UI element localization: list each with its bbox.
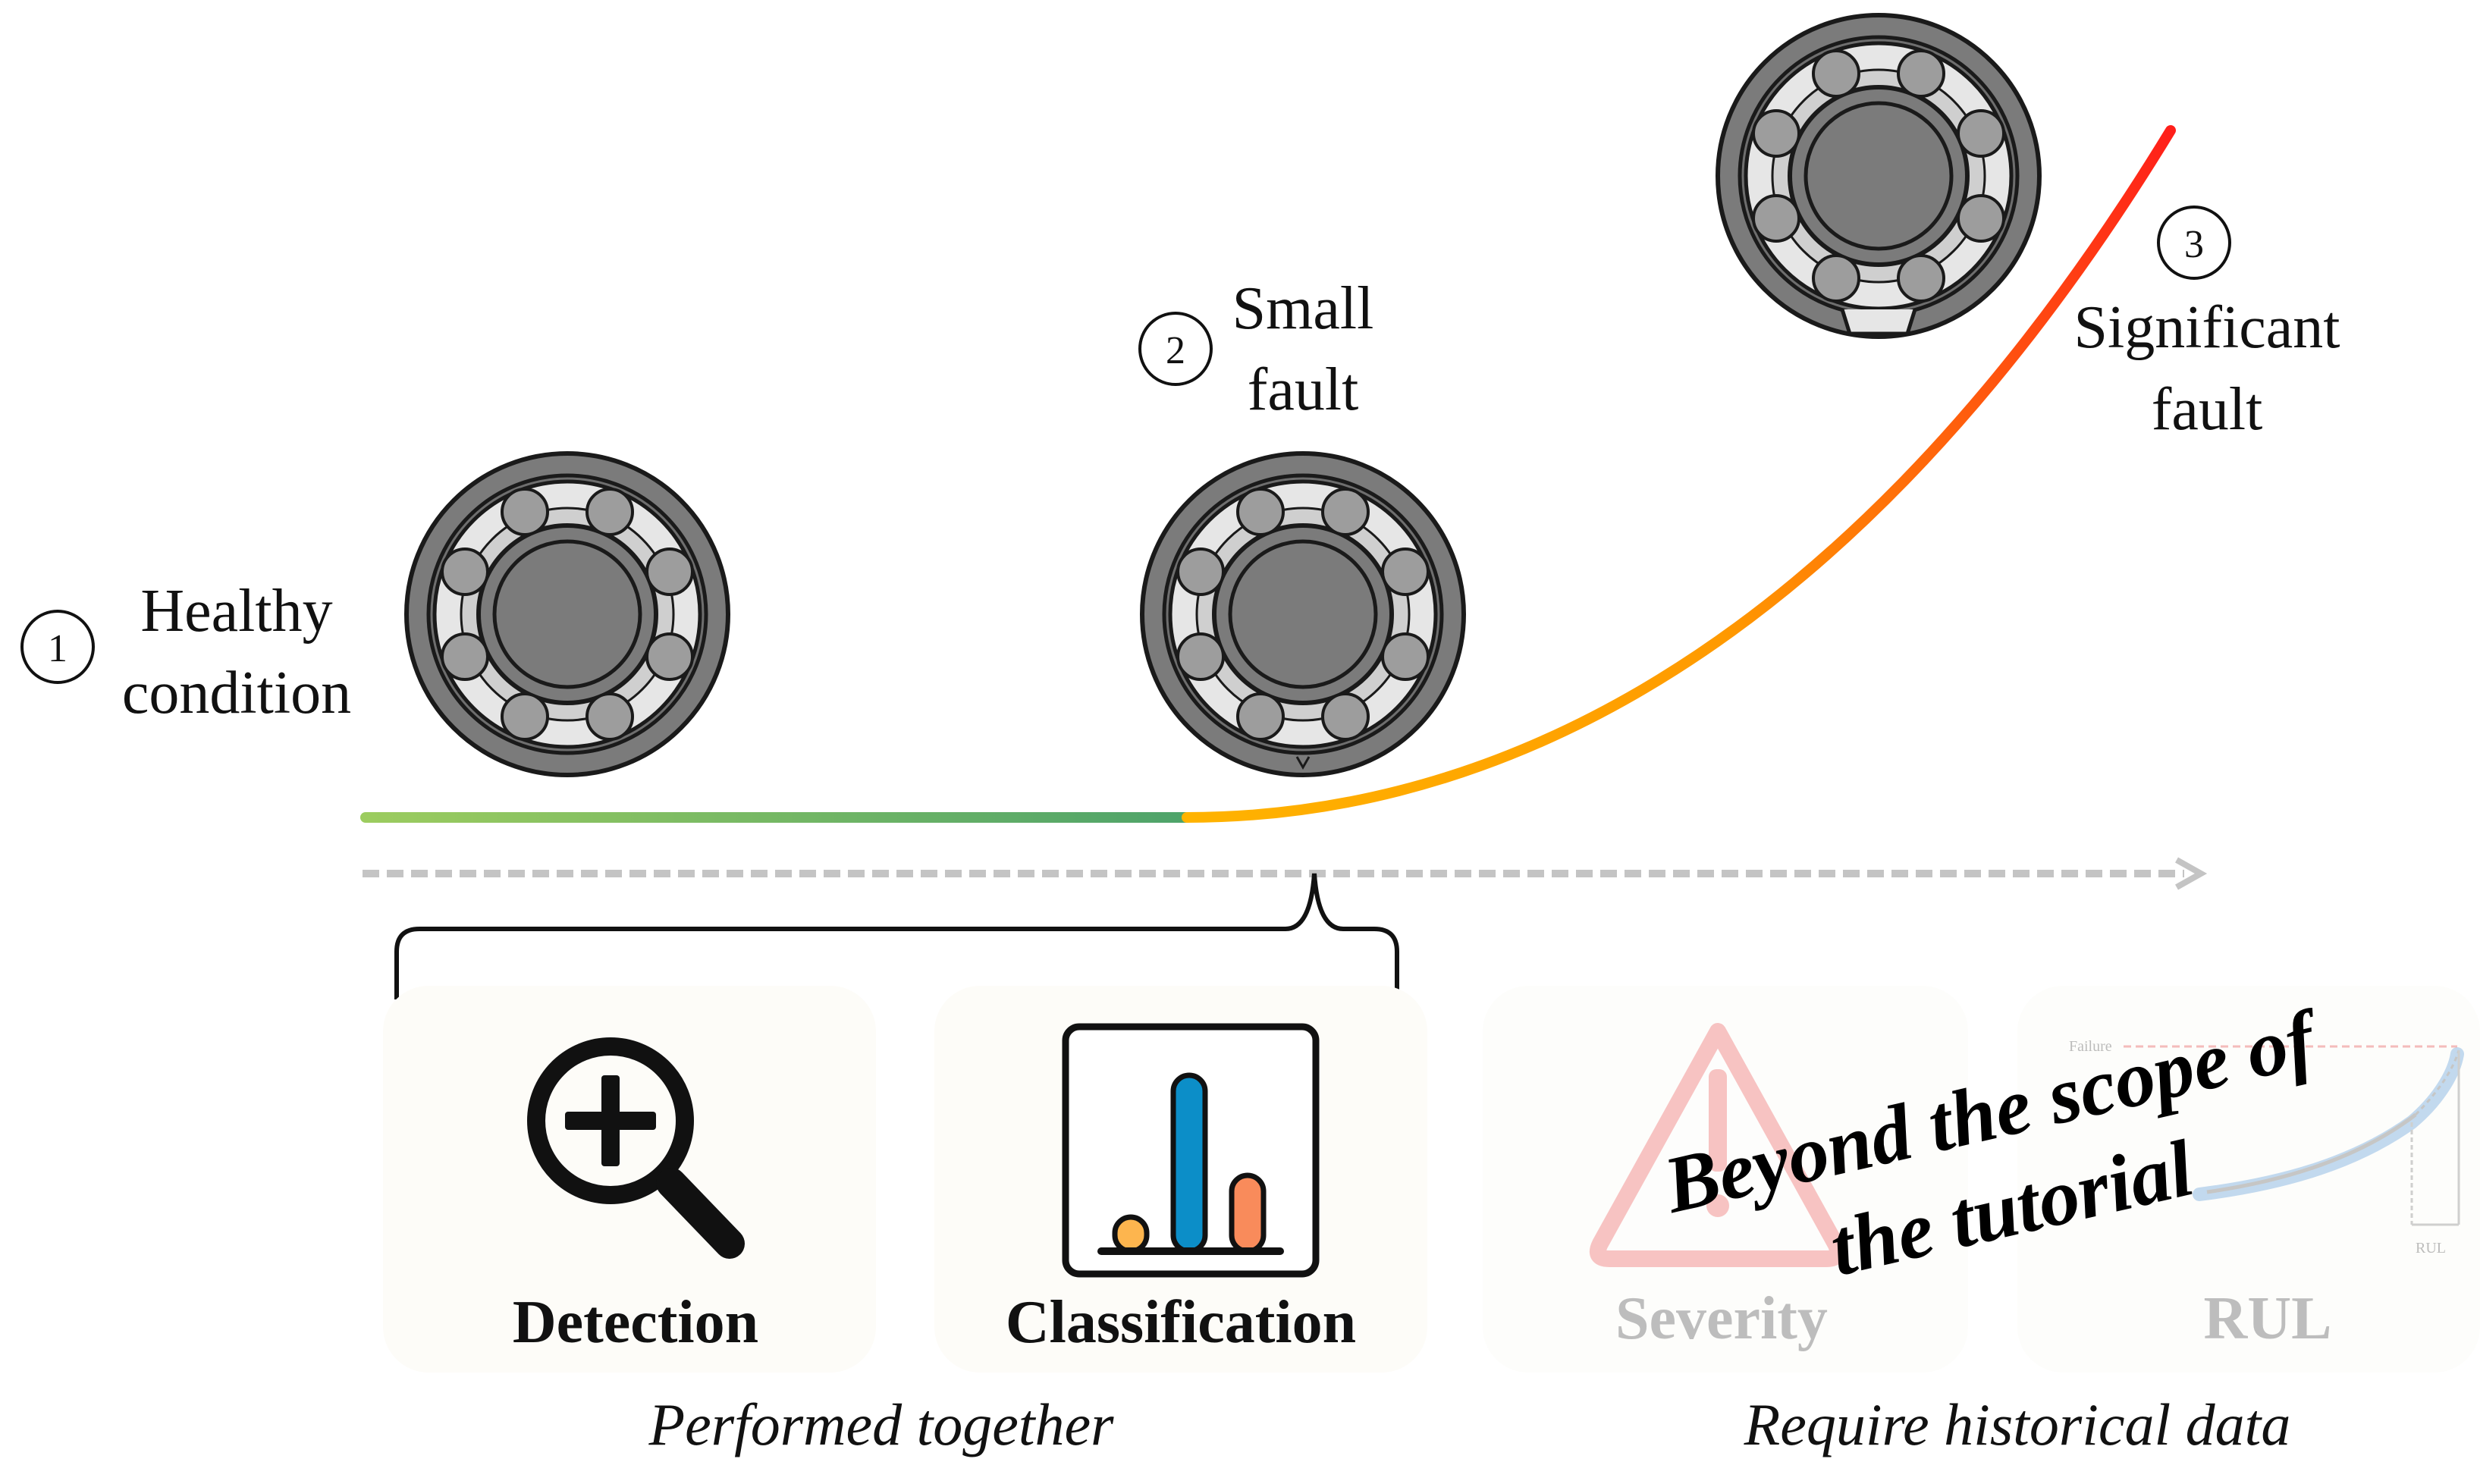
caption-require-historical-data: Require historical data [1744,1391,2291,1457]
rul-plot-icon: Failure RUL [2069,1038,2464,1257]
warning-triangle-icon [1590,1023,1846,1267]
bar-chart-bar-3 [1229,1172,1267,1254]
detection-card [383,986,876,1373]
bearing-small-fault-icon [1142,453,1464,775]
bar-chart-bar-2 [1170,1072,1208,1254]
rul-plot-rul-label: RUL [2416,1240,2446,1257]
stage-1-label-line1: Healthy [140,578,332,645]
stage-3-label-line1: Significant [2073,294,2340,361]
rul-card [2017,986,2480,1373]
stage-2-label-line2: fault [1248,356,1359,423]
bar-chart-icon [1062,1023,1320,1278]
bearing-healthy-icon [407,453,728,775]
stage-3-marker: 3 Significant fault [2073,206,2340,443]
classification-label: Classification [1006,1289,1356,1356]
stage-1-label-line2: condition [122,660,351,726]
magnifier-plus-icon [527,1037,745,1259]
rul-failure-label: Failure [2069,1038,2112,1055]
severity-card [1483,986,1968,1373]
rul-label: RUL [2204,1285,2332,1352]
stage-1-marker: 1 Healthy condition [20,578,351,726]
stage-3-number: 3 [2184,223,2204,266]
severity-label: Severity [1615,1285,1828,1352]
bar-chart-bar-1 [1112,1214,1150,1254]
stage-2-label-line1: Small [1232,275,1374,342]
bearing-significant-fault-icon [1718,15,2039,337]
time-axis-arrowhead [2175,857,2208,890]
stage-2-marker: 2 Small fault [1138,275,1374,423]
caption-performed-together: Performed together [648,1391,1114,1457]
stage-1-number: 1 [48,627,67,670]
stage-2-number: 2 [1166,329,1185,372]
detection-label: Detection [513,1289,758,1356]
fault-growth-curve [1182,125,2176,823]
stage-3-label-line2: fault [2152,376,2263,443]
task-group-bracket [394,873,1399,999]
